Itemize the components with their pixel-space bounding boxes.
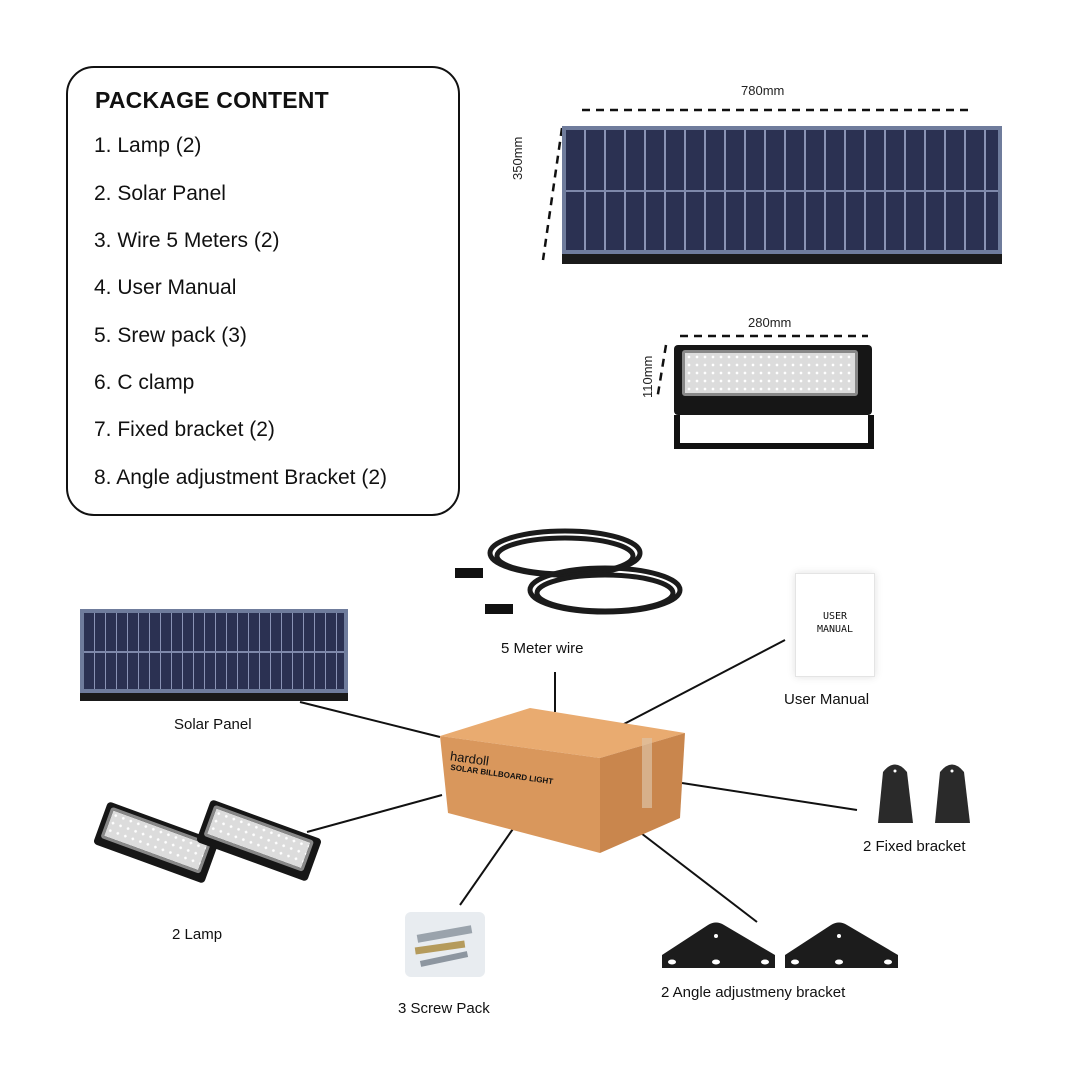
- angle-bracket-label: 2 Angle adjustmeny bracket: [661, 984, 846, 1001]
- user-manual-image: USER MANUAL: [795, 573, 875, 677]
- angle-bracket-image: [660, 920, 910, 970]
- solar-panel-label: Solar Panel: [174, 716, 252, 733]
- lamp-label: 2 Lamp: [172, 926, 223, 943]
- manual-cover-line2: MANUAL: [816, 624, 854, 635]
- fixed-bracket-label: 2 Fixed bracket: [863, 838, 966, 855]
- screw-pack-label: 3 Screw Pack: [398, 1000, 490, 1017]
- package-item: 3. Wire 5 Meters (2): [94, 229, 280, 252]
- package-item: 1. Lamp (2): [94, 134, 202, 157]
- lamp-pair-image: [92, 799, 323, 900]
- package-item: 2. Solar Panel: [94, 182, 226, 205]
- panel-height-dimension: 350mm: [510, 136, 525, 180]
- package-item: 6. C clamp: [94, 371, 195, 394]
- panel-width-dimension: 780mm: [741, 83, 785, 98]
- wire-image: [455, 518, 685, 623]
- solar-panel-small-image: [80, 609, 348, 701]
- manual-label: User Manual: [784, 691, 870, 708]
- lamp-height-dimension: 110mm: [640, 355, 655, 398]
- package-item: 4. User Manual: [94, 276, 237, 299]
- manual-cover-line1: USER: [822, 611, 848, 622]
- package-content-card: [66, 66, 460, 516]
- screw-pack-image: [405, 912, 485, 977]
- lamp-width-dimension: 280mm: [748, 315, 792, 330]
- package-item: 7. Fixed bracket (2): [94, 418, 275, 441]
- package-item: 8. Angle adjustment Bracket (2): [94, 466, 387, 489]
- fixed-bracket-image: [873, 757, 983, 823]
- solar-panel-large-image: [562, 126, 1002, 264]
- package-item: 5. Srew pack (3): [94, 324, 247, 347]
- package-content-title: PACKAGE CONTENT: [95, 87, 329, 113]
- package-box-image: hardoll SOLAR BILLBOARD LIGHT: [440, 708, 685, 853]
- wire-label: 5 Meter wire: [501, 640, 584, 657]
- lamp-large-image: [674, 345, 874, 450]
